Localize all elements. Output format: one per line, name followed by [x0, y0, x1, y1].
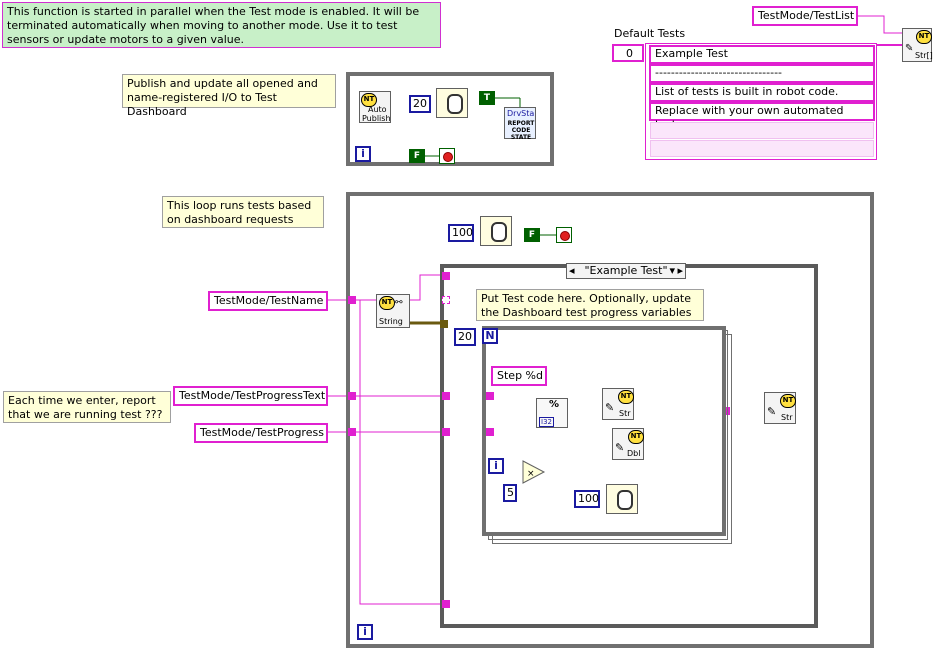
case-tunnel-progress	[442, 428, 450, 436]
pencil-icon: ✎	[615, 441, 625, 454]
pencil-icon: ✎	[905, 43, 914, 54]
testprogress-variable[interactable]: TestMode/TestProgress	[194, 423, 328, 443]
main-while-loop[interactable]	[346, 192, 874, 648]
wait-top-node[interactable]	[436, 88, 468, 118]
nt-badge: NT	[780, 394, 796, 408]
default-tests-row-2[interactable]: List of tests is built in robot code.	[649, 83, 875, 102]
publish-while-loop[interactable]	[346, 72, 554, 166]
nt-badge: NT	[618, 390, 634, 404]
auto-publish-label-1: Auto	[368, 105, 387, 114]
stop-icon-top[interactable]	[439, 148, 455, 164]
loop-runs-comment: This loop runs tests based on dashboard …	[162, 196, 324, 228]
for-tunnel-progress	[486, 428, 494, 436]
divisor-const[interactable]: 5	[503, 484, 517, 502]
pencil-icon: ✎	[767, 405, 777, 418]
case-selector[interactable]: ◂ "Example Test" ▾ ▸	[566, 263, 686, 279]
intro-comment: This function is started in parallel whe…	[2, 2, 441, 48]
step-format-const[interactable]: Step %d	[491, 366, 547, 386]
nt-badge: NT	[379, 296, 395, 310]
divide-node[interactable]: ×	[522, 460, 546, 484]
wait-inner-const[interactable]: 100	[574, 490, 600, 508]
format-node-symbol: %	[549, 399, 560, 410]
wait-main-node[interactable]	[480, 216, 512, 246]
string-type-label: String	[379, 317, 403, 326]
case-selector-label: "Example Test"	[584, 264, 668, 277]
default-tests-index[interactable]: 0	[612, 44, 644, 62]
drvsta-report-node[interactable]: DrvSta REPORT CODE STATE	[504, 107, 536, 141]
testlist-variable[interactable]: TestMode/TestList	[752, 6, 858, 26]
nt-str-array-write-node[interactable]: NT ✎ Str[]	[902, 28, 933, 62]
each-time-comment: Each time we enter, report that we are r…	[3, 391, 171, 423]
auto-publish-node[interactable]: NT Auto Publish	[359, 91, 391, 123]
main-loop-tunnel-progress	[348, 428, 356, 436]
case-prev-icon[interactable]: ◂	[569, 264, 575, 277]
case-tunnel-bottom	[442, 600, 450, 608]
for-tunnel-text	[486, 392, 494, 400]
put-test-code-comment: Put Test code here. Optionally, update t…	[476, 289, 704, 321]
case-tunnel-out	[722, 407, 730, 415]
default-tests-label: Default Tests	[614, 27, 686, 40]
nt-str-write-node-inner[interactable]: NT ✎ Str	[602, 388, 634, 420]
for-loop-count-terminal: N	[482, 328, 498, 344]
main-loop-tunnel-text	[348, 392, 356, 400]
wait-inner-node[interactable]	[606, 484, 638, 514]
str-type-label: Str	[781, 413, 793, 422]
wait-main-const[interactable]: 100	[448, 224, 474, 242]
true-const[interactable]: T	[479, 91, 495, 105]
default-tests-row-1[interactable]: --------------------------------	[649, 64, 875, 83]
case-tunnel-text	[442, 392, 450, 400]
nt-str-write-node-right[interactable]: NT ✎ Str	[764, 392, 796, 424]
wait-top-const[interactable]: 20	[409, 95, 431, 113]
main-loop-iteration: i	[357, 624, 373, 640]
nt-string-read-node[interactable]: NT ⚯ String	[376, 294, 410, 328]
testname-variable[interactable]: TestMode/TestName	[208, 291, 328, 311]
main-loop-tunnel-name	[348, 296, 356, 304]
format-node-sub: I32	[539, 417, 554, 427]
default-tests-row-0[interactable]: Example Test	[649, 45, 875, 64]
stop-icon-main[interactable]	[556, 227, 572, 243]
str-type-label: Str	[619, 409, 631, 418]
drvsta-label: DrvSta	[507, 109, 535, 118]
report-code-state-label: REPORT CODE STATE	[507, 120, 535, 141]
case-next-icon[interactable]: ▸	[677, 264, 683, 277]
nt-badge: NT	[628, 430, 644, 444]
default-tests-row-empty-1[interactable]	[650, 122, 874, 139]
testprogresstext-variable[interactable]: TestMode/TestProgressText	[173, 386, 328, 406]
publish-comment: Publish and update all opened and name-r…	[122, 74, 336, 118]
loop-count-const[interactable]: 20	[454, 328, 476, 346]
case-tunnel-variant	[440, 320, 448, 328]
nt-badge: NT	[916, 30, 932, 44]
false-const-main[interactable]: F	[524, 228, 540, 242]
str-array-type-label: Str[]	[915, 51, 933, 60]
nt-dbl-write-node[interactable]: NT ✎ Dbl	[612, 428, 644, 460]
format-into-string-node[interactable]: % I32	[536, 398, 568, 428]
case-selector-terminal	[442, 296, 450, 304]
auto-publish-label-2: Publish	[362, 114, 391, 123]
for-loop-iteration: i	[488, 458, 504, 474]
case-dropdown-icon[interactable]: ▾	[669, 264, 675, 277]
wire-testlist	[857, 15, 904, 34]
default-tests-row-3[interactable]: Replace with your own automated tests.	[649, 102, 875, 131]
pencil-icon: ✎	[605, 401, 615, 414]
default-tests-row-empty-2[interactable]	[650, 140, 874, 157]
nt-badge: NT	[361, 93, 377, 107]
dbl-type-label: Dbl	[627, 449, 641, 458]
glasses-icon: ⚯	[395, 298, 403, 308]
top-loop-iteration: i	[355, 146, 371, 162]
test-for-loop[interactable]	[482, 326, 726, 536]
case-tunnel-top	[442, 272, 450, 280]
false-const-top[interactable]: F	[409, 149, 425, 163]
svg-text:×: ×	[527, 469, 535, 479]
